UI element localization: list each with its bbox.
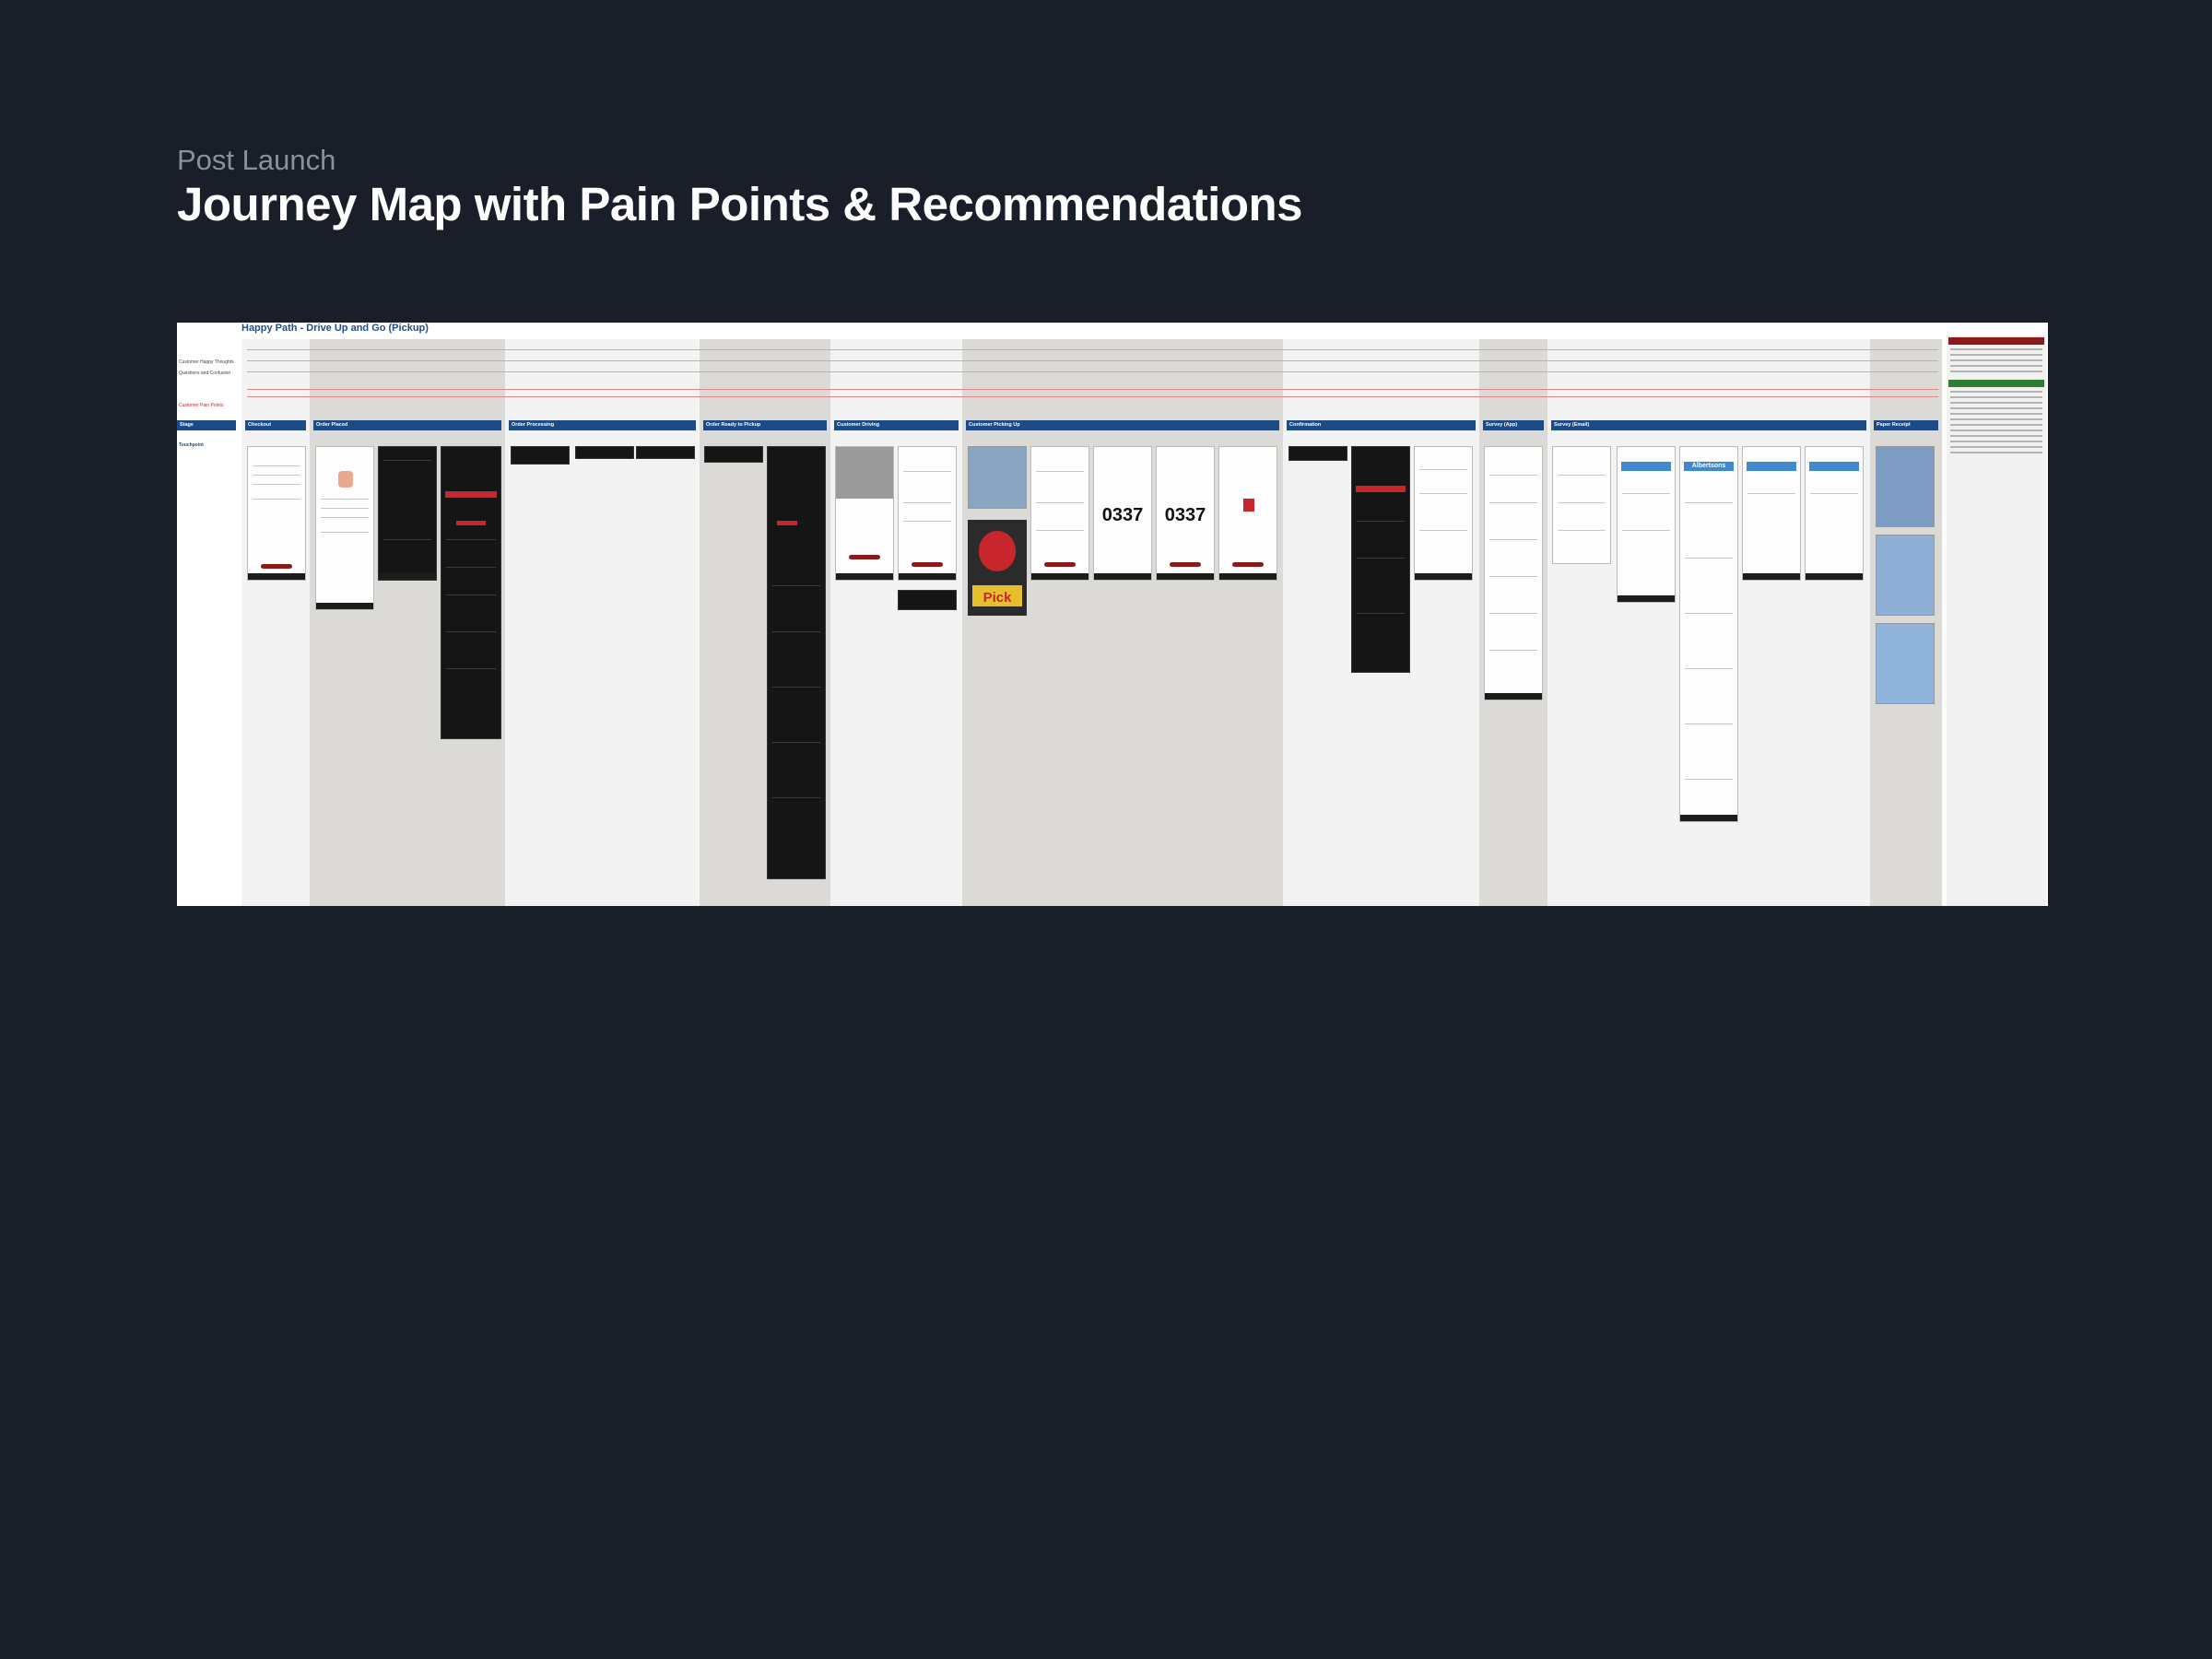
photo-pickup-sign: Pick Up [968, 520, 1027, 616]
photo-receipt-2 [1876, 535, 1935, 616]
column-paper-receipt [1870, 339, 1942, 906]
stage-order-placed: Order Placed [313, 420, 501, 430]
stage-confirmation: Confirmation [1287, 420, 1476, 430]
notes-panel [1947, 335, 2046, 906]
row-label-touchpoint: Touchpoint [179, 442, 204, 448]
notes-header-red [1948, 337, 2044, 345]
photo-receipt-1 [1876, 446, 1935, 527]
brand-logo: Albertsons [1684, 462, 1734, 471]
screen-tapping-notification [898, 590, 957, 610]
screen-checkin [1030, 446, 1089, 581]
stage-order-processing: Order Processing [509, 420, 696, 430]
column-checkout [241, 339, 310, 906]
screen-survey-step-1 [1617, 446, 1676, 603]
screen-confirmation-sms [1288, 446, 1347, 461]
screen-pickup-ready-sms [704, 446, 763, 463]
questions-row-line-2 [247, 371, 1938, 372]
screen-waiting: 0337 [1093, 446, 1152, 581]
screen-survey-app [1484, 446, 1543, 700]
screen-order-confirmed [315, 446, 374, 610]
page-header: Post Launch Journey Map with Pain Points… [177, 144, 1303, 234]
row-label-happy: Customer Happy Thoughts [179, 359, 234, 365]
row-label-stage: Stage [177, 420, 236, 430]
stage-customer-picking-up: Customer Picking Up [966, 420, 1279, 430]
screen-pickup-ready-email [767, 446, 826, 879]
notes-header-green [1948, 380, 2044, 387]
screen-survey-thank-you [1805, 446, 1864, 581]
screen-being-shopped-sms [575, 446, 634, 459]
screen-processing-sms [511, 446, 570, 465]
screen-survey-email-invite [1552, 446, 1611, 564]
pickup-sign-text: Pick Up [972, 584, 1022, 616]
journey-map-board[interactable]: Happy Path - Drive Up and Go (Pickup) Cu… [177, 323, 2048, 906]
page-title: Journey Map with Pain Points & Recommend… [177, 178, 1303, 230]
pickup-code-2: 0337 [1164, 505, 1206, 526]
screen-pickup-ready-alert [835, 446, 894, 581]
screen-survey-step-2: Albertsons [1679, 446, 1738, 822]
screen-picked-up [1218, 446, 1277, 581]
page-subtitle: Post Launch [177, 144, 336, 176]
questions-row-line [247, 360, 1938, 361]
stage-order-ready: Order Ready to Pickup [703, 420, 827, 430]
screen-confirmation-email [1351, 446, 1410, 673]
stage-paper-receipt: Paper Receipt [1874, 420, 1938, 430]
photo-receipt-3 [1876, 623, 1935, 704]
photo-parking-sign [968, 446, 1027, 509]
screen-checkout [247, 446, 306, 581]
column-order-processing [505, 339, 700, 906]
stage-survey-email: Survey (Email) [1551, 420, 1866, 430]
screen-sms [378, 446, 437, 581]
screen-email [441, 446, 501, 739]
column-customer-picking-up [962, 339, 1283, 906]
thoughts-row-line [247, 349, 1938, 350]
screen-waiting-pickup: 0337 [1156, 446, 1215, 581]
row-label-questions: Questions and Confusion [179, 371, 231, 376]
screen-home [1414, 446, 1473, 581]
stage-checkout: Checkout [245, 420, 306, 430]
column-customer-driving [830, 339, 962, 906]
pain-points-row-line-2 [247, 396, 1938, 397]
screen-survey-end [1742, 446, 1801, 581]
pain-points-row-line [247, 389, 1938, 390]
screen-on-the-way [898, 446, 957, 581]
row-label-pain-points: Customer Pain Points [179, 403, 224, 408]
pickup-code-1: 0337 [1101, 505, 1144, 526]
stage-customer-driving: Customer Driving [834, 420, 959, 430]
journey-map-title: Happy Path - Drive Up and Go (Pickup) [241, 323, 429, 334]
screen-substitution-sms [636, 446, 695, 459]
stage-survey-app: Survey (App) [1483, 420, 1544, 430]
